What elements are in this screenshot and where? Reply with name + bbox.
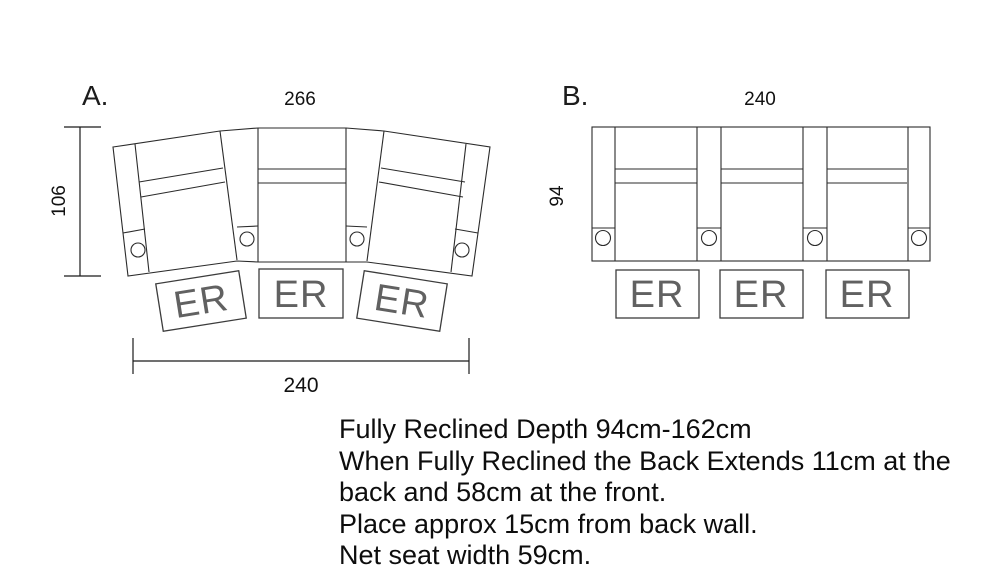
- cupholder-icon: [349, 231, 365, 247]
- cupholder-icon: [806, 229, 824, 247]
- diagram-b-label: B.: [562, 80, 588, 111]
- headrest-seam: [378, 181, 464, 198]
- note-line: Place approx 15cm from back wall.: [339, 508, 758, 539]
- sofa-a-cupholder-line: [122, 228, 146, 234]
- sofa-a-cupholder-line: [236, 225, 259, 228]
- footrest-box: [258, 268, 344, 319]
- diagram-a-footrest-right: ER: [356, 269, 448, 333]
- footrest-label: ER: [840, 274, 895, 316]
- diagram-b-sofa: [591, 126, 931, 262]
- notes-block: Fully Reclined Depth 94cm-162cm When Ful…: [339, 414, 951, 572]
- cupholder-icon: [130, 242, 146, 258]
- cupholder-icon: [239, 231, 255, 247]
- footrest-label: ER: [630, 274, 685, 316]
- diagram-b-top-width-value: 240: [744, 89, 776, 110]
- diagram-a-depth-value: 106: [49, 185, 70, 217]
- sofa-a-seat-edge: [366, 130, 385, 262]
- sofa-a-armrest-edge: [134, 143, 150, 273]
- footrest-box: [615, 269, 700, 319]
- diagram-a-sofa: [112, 127, 491, 277]
- diagram-a-label: A.: [82, 80, 108, 111]
- sofa-a-armrest-edge: [450, 143, 467, 273]
- sofa-b-outline: [591, 126, 931, 262]
- note-line: When Fully Reclined the Back Extends 11c…: [339, 445, 951, 476]
- headrest-seam: [380, 167, 466, 183]
- diagram-a-footrest-center: ER: [258, 268, 344, 319]
- sofa-a-cupholder-line: [345, 225, 368, 228]
- cupholder-icon: [910, 229, 928, 247]
- note-line: back and 58cm at the front.: [339, 477, 667, 508]
- diagram-a: A. 266: [49, 80, 491, 397]
- diagram-b-depth-value: 94: [547, 185, 568, 207]
- diagram-a-footrest-left: ER: [155, 269, 247, 333]
- sofa-a-outline: [112, 127, 491, 277]
- sofa-a-seat-edge: [219, 130, 238, 261]
- cupholder-icon: [454, 242, 470, 258]
- diagram-b-footrest-left: ER: [615, 269, 700, 319]
- note-line: Fully Reclined Depth 94cm-162cm: [339, 414, 752, 444]
- footrest-box: [356, 269, 448, 333]
- footrest-label: ER: [734, 274, 789, 316]
- diagram-a-depth-dimension: 106: [49, 126, 101, 277]
- diagram-b-footrest-right: ER: [825, 269, 910, 319]
- diagram-a-bottom-width-dimension: 240: [132, 338, 470, 397]
- diagram-b-footrest-center: ER: [719, 269, 804, 319]
- headrest-seam: [138, 167, 224, 183]
- footrest-label: ER: [371, 277, 432, 327]
- footrest-box: [825, 269, 910, 319]
- footrest-box: [155, 269, 247, 333]
- footrest-label: ER: [171, 277, 232, 327]
- diagram-a-bottom-width-value: 240: [283, 374, 318, 397]
- cupholder-icon: [700, 229, 718, 247]
- note-line: Net seat width 59cm.: [339, 540, 592, 571]
- diagram-a-top-width-value: 266: [284, 89, 316, 110]
- footrest-box: [719, 269, 804, 319]
- headrest-seam: [140, 181, 226, 198]
- cupholder-icon: [594, 229, 612, 247]
- diagram-b: B. 240 94: [547, 80, 931, 319]
- sofa-a-cupholder-line: [454, 228, 479, 234]
- footrest-label: ER: [274, 274, 329, 316]
